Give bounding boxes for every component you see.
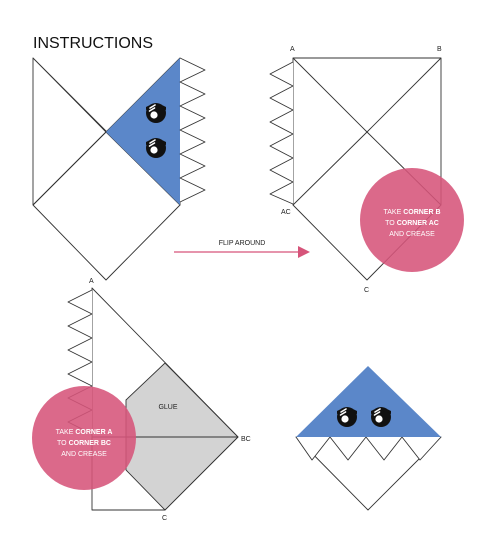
step2-diagram: A B AC C TAKE CORNER B TO CORNER AC AND … [269, 46, 464, 294]
page-title: INSTRUCTIONS [33, 35, 153, 52]
step2-label-b: B [437, 46, 442, 53]
step2-pink-circle [360, 168, 464, 272]
step2-crease-c [292, 131, 368, 206]
glue-label: GLUE [158, 404, 177, 411]
step3-diagram: A BC C GLUE TAKE CORNER A TO CORNER BC A… [32, 278, 251, 522]
step1-teeth [179, 57, 206, 203]
step3-label-c: C [162, 515, 167, 522]
final-monster [295, 366, 442, 511]
step3-instruction-line2: TO CORNER BC [57, 440, 111, 447]
step3-pink-circle [32, 386, 136, 490]
step2-teeth [269, 61, 294, 205]
step3-glue-area [125, 362, 239, 511]
step2-instruction-line1: TAKE CORNER B [383, 209, 440, 216]
step3-label-bc: BC [241, 436, 251, 443]
eye-icon [370, 406, 392, 428]
step1-diagram [32, 57, 206, 281]
step3-label-a: A [89, 278, 94, 285]
step2-crease-b [366, 57, 442, 133]
step1-crease [32, 131, 107, 206]
eye-icon [336, 406, 358, 428]
step2-label-c: C [364, 287, 369, 294]
step2-label-ac: AC [281, 209, 291, 216]
step2-instruction-line2: TO CORNER AC [385, 220, 439, 227]
flip-around-arrow: FLIP AROUND [174, 240, 310, 258]
flip-around-label: FLIP AROUND [219, 240, 266, 247]
eye-icon [145, 137, 167, 159]
step3-instruction-line1: TAKE CORNER A [56, 429, 113, 436]
final-blue-head [296, 366, 441, 437]
step1-blue-triangle [106, 58, 180, 205]
step2-label-a: A [290, 46, 295, 53]
step2-crease-a [292, 57, 368, 133]
flip-arrow-head-icon [298, 246, 310, 258]
step3-instruction-line3: AND CREASE [61, 451, 107, 458]
eye-icon [145, 102, 167, 124]
step2-instruction-line3: AND CREASE [389, 231, 435, 238]
